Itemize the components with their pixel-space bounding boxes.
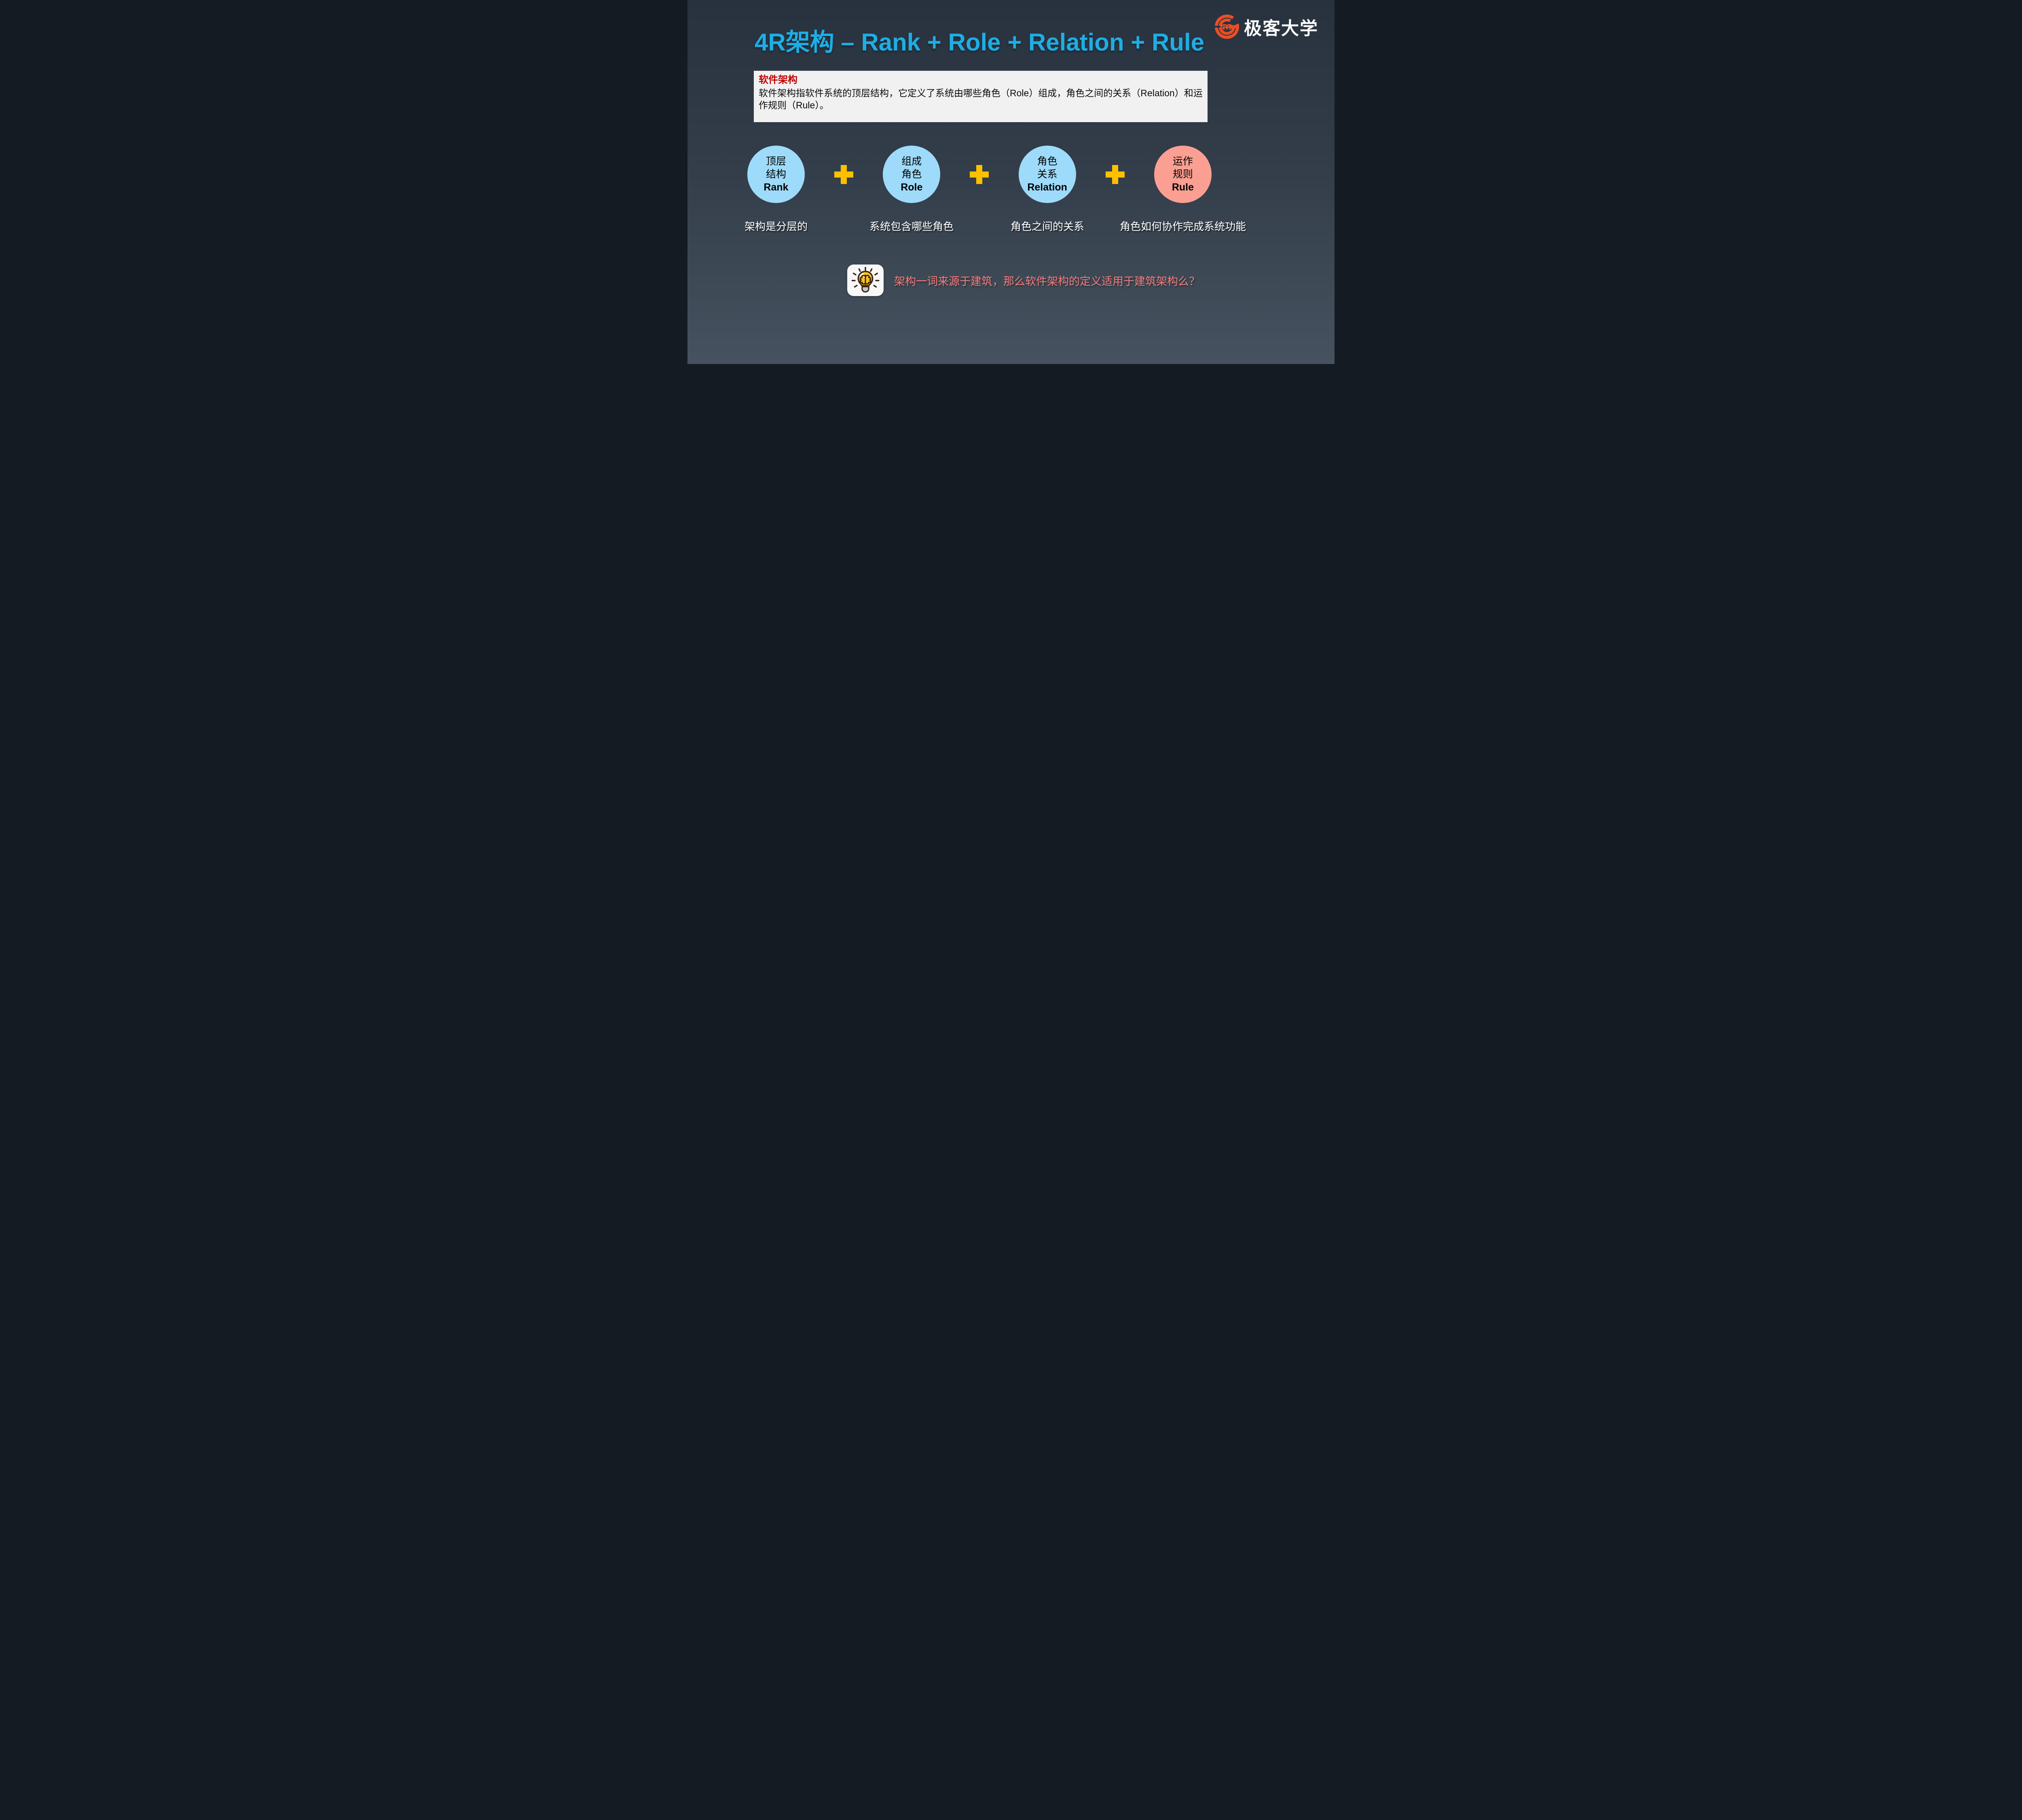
definition-body: 软件架构指软件系统的顶层结构，它定义了系统由哪些角色（Role）组成，角色之间的… <box>759 88 1203 111</box>
circle-role: 组成 角色 Role <box>883 146 941 203</box>
caption-role: 系统包含哪些角色 <box>869 221 954 233</box>
circle-role-zh1: 组成 <box>901 156 922 167</box>
circle-rule: 运作 规则 Rule <box>1154 146 1212 203</box>
definition-heading: 软件架构 <box>759 74 797 85</box>
hint-question: 架构一词来源于建筑，那么软件架构的定义适用于建筑架构么？ <box>894 275 1200 288</box>
caption-rank: 架构是分层的 <box>744 221 808 233</box>
brand-name: 极客大学 <box>1244 19 1318 38</box>
concept-row: 顶层 结构 Rank 组成 角色 Role 角色 关系 Relation 运作 … <box>747 146 1212 203</box>
circle-relation: 角色 关系 Relation <box>1018 146 1076 203</box>
circle-relation-zh2: 关系 <box>1037 169 1058 180</box>
caption-relation: 角色之间的关系 <box>1010 221 1085 233</box>
plus-icon <box>970 165 989 184</box>
circle-rank-en: Rank <box>764 182 789 193</box>
plus-icon <box>1105 165 1125 184</box>
circle-rank-zh2: 结构 <box>766 169 786 180</box>
circle-rule-zh1: 运作 <box>1172 156 1193 167</box>
circle-role-en: Role <box>901 182 923 193</box>
circle-rule-en: Rule <box>1172 182 1194 193</box>
circle-relation-zh1: 角色 <box>1037 156 1058 167</box>
caption-rule: 角色如何协作完成系统功能 <box>1119 221 1246 233</box>
hint-row: 架构一词来源于建筑，那么软件架构的定义适用于建筑架构么？ <box>847 265 1200 296</box>
plus-icon <box>834 165 854 184</box>
circle-rank: 顶层 结构 Rank <box>747 146 805 203</box>
lightbulb-brain-icon <box>847 265 884 296</box>
circle-rule-zh2: 规则 <box>1172 169 1193 180</box>
definition-box: 软件架构 软件架构指软件系统的顶层结构，它定义了系统由哪些角色（Role）组成，… <box>754 71 1208 122</box>
slide: 4R架构 – Rank + Role + Relation + Rule 极客大… <box>687 0 1335 364</box>
brand-logo: 极客大学 <box>1214 14 1318 40</box>
geek-university-g-icon <box>1214 14 1239 39</box>
circle-role-zh2: 角色 <box>901 169 922 180</box>
slide-title: 4R架构 – Rank + Role + Relation + Rule <box>755 29 1204 56</box>
circle-relation-en: Relation <box>1027 182 1067 193</box>
circle-rank-zh1: 顶层 <box>766 156 786 167</box>
